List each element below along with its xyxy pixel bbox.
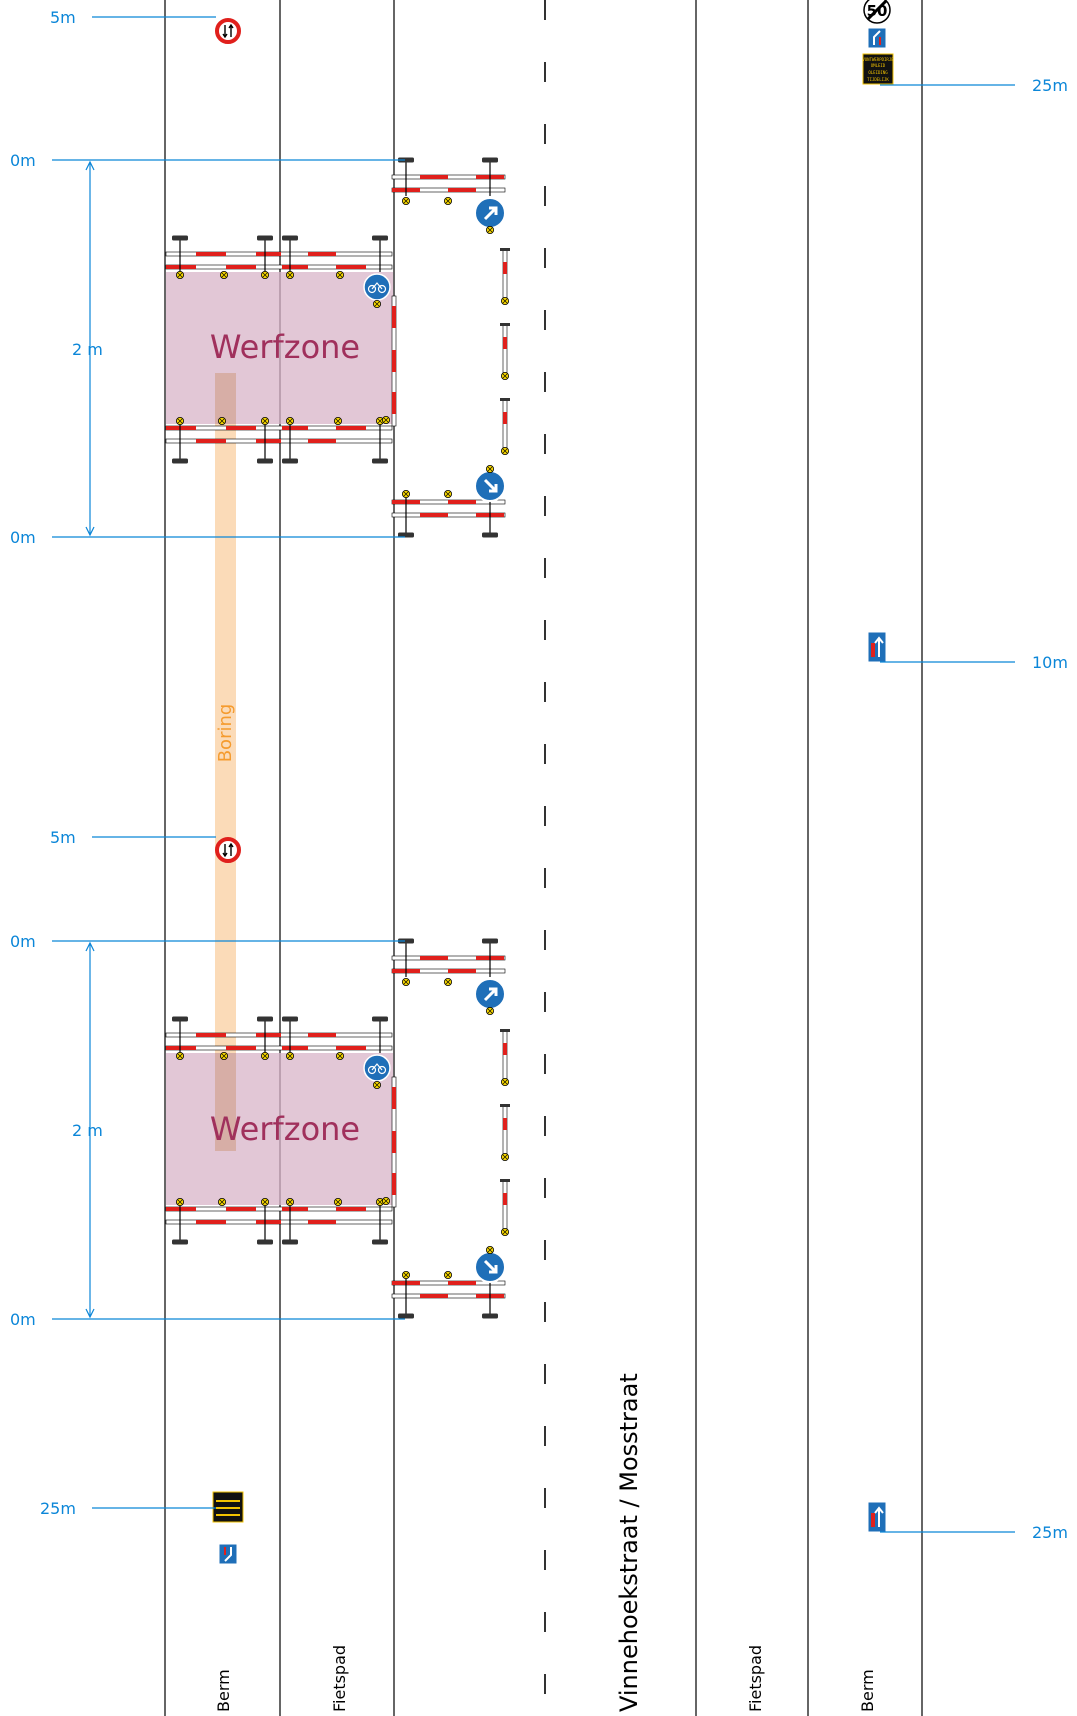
info-panel-sign-rotated bbox=[212, 1491, 244, 1523]
barrier-bottom bbox=[165, 416, 393, 464]
work-zone-2-label: Werfzone bbox=[210, 1110, 360, 1148]
distance-right-middle: 10m bbox=[1032, 653, 1068, 672]
two-way-traffic-sign-icon bbox=[215, 837, 241, 863]
distance-right-top: 25m bbox=[1032, 76, 1068, 95]
work-zone-1 bbox=[166, 272, 393, 424]
barrier-top bbox=[165, 235, 393, 280]
one-way-sign-icon bbox=[867, 631, 887, 663]
panel-line-3: OLEIDING bbox=[868, 70, 888, 75]
work-zone-1-label: Werfzone bbox=[210, 328, 360, 366]
two-way-traffic-sign-icon bbox=[215, 18, 241, 44]
zone-2-start: 0m bbox=[10, 932, 36, 951]
lane-narrowing-sign-icon bbox=[218, 1543, 238, 1565]
distance-left-top: 5m bbox=[50, 8, 76, 27]
keep-right-sign-icon bbox=[474, 1246, 506, 1283]
distance-left-bottom: 25m bbox=[40, 1499, 76, 1518]
keep-right-sign-icon bbox=[474, 197, 506, 235]
zone-1-start: 0m bbox=[10, 151, 36, 170]
barrier-group-zone-1 bbox=[165, 157, 510, 538]
street-name: Vinnehoekstraat / Mosstraat bbox=[615, 1373, 643, 1712]
info-panel-sign: VONTWERPDIRJE OMLEID OLEIDING TIJDELIJK bbox=[862, 53, 894, 85]
cyclist-pedestrian-sign-icon bbox=[363, 273, 391, 309]
barrier-group-zone-2 bbox=[165, 938, 510, 1319]
lane-label-fietspad-right: Fietspad bbox=[746, 1645, 765, 1712]
dimension-lines bbox=[52, 16, 1015, 1533]
panel-line-1: VONTWERPDIRJE bbox=[862, 57, 894, 62]
boring-strip bbox=[215, 373, 236, 1151]
lane-label-berm-left: Berm bbox=[214, 1669, 233, 1712]
end-speed-limit-sign-icon: 50 bbox=[863, 0, 891, 24]
panel-line-2: OMLEID bbox=[871, 63, 886, 68]
barrier-taper-bottom bbox=[391, 489, 506, 538]
lane-label-fietspad-left: Fietspad bbox=[330, 1645, 349, 1712]
distance-right-bottom: 25m bbox=[1032, 1523, 1068, 1542]
zone-2-dimension: 2 m bbox=[72, 1121, 103, 1140]
keep-right-sign-icon bbox=[474, 978, 506, 1015]
distance-left-middle: 5m bbox=[50, 828, 76, 847]
barrier-taper-top bbox=[391, 157, 506, 206]
lane-narrowing-sign-icon bbox=[867, 27, 887, 49]
keep-right-sign-icon bbox=[474, 464, 506, 502]
zone-1-end: 0m bbox=[10, 528, 36, 547]
boring-label: Boring bbox=[215, 704, 236, 763]
one-way-sign-icon bbox=[867, 1501, 887, 1533]
zone-2-end: 0m bbox=[10, 1310, 36, 1329]
barrier-lane-posts bbox=[500, 248, 510, 456]
work-zone-2 bbox=[166, 1053, 393, 1205]
lane-label-berm-right: Berm bbox=[858, 1669, 877, 1712]
zone-1-dimension: 2 m bbox=[72, 340, 103, 359]
panel-line-4: TIJDELIJK bbox=[867, 77, 889, 82]
lane-lines bbox=[164, 0, 923, 1716]
barrier-road-edge bbox=[381, 295, 397, 427]
cyclist-pedestrian-sign-icon bbox=[363, 1054, 391, 1089]
